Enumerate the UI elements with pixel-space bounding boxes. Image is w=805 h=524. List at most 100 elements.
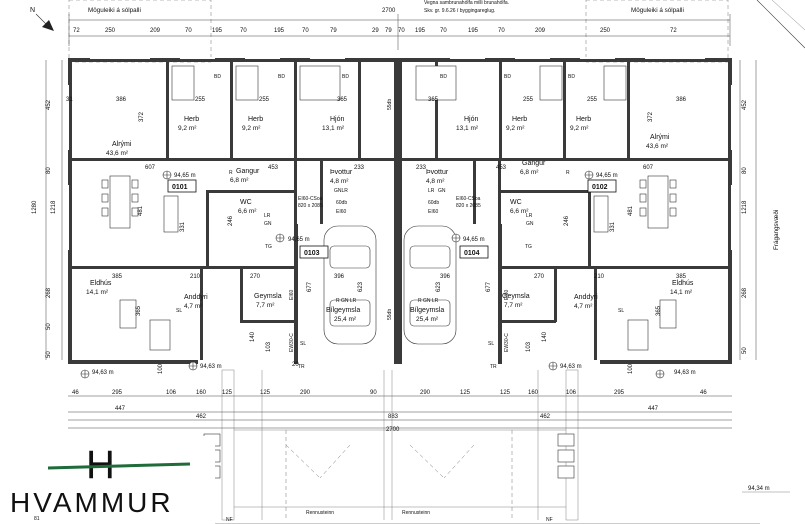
svg-text:R GN LR: R GN LR <box>418 298 439 304</box>
room-alrymi: Alrými <box>112 141 132 148</box>
svg-text:NF: NF <box>546 517 553 523</box>
svg-text:EI60: EI60 <box>504 289 510 300</box>
room-herb-2: Herb <box>248 116 263 123</box>
svg-text:365: 365 <box>136 305 142 316</box>
svg-text:820 x 2085: 820 x 2085 <box>298 203 323 209</box>
svg-text:331: 331 <box>180 221 186 232</box>
svg-text:365: 365 <box>337 97 348 103</box>
svg-text:94,63 m: 94,63 m <box>92 370 114 376</box>
svg-text:TG: TG <box>265 244 272 250</box>
svg-text:6,6 m²: 6,6 m² <box>510 208 529 215</box>
svg-text:LR: LR <box>264 213 271 219</box>
unit-id-0104: 0104 <box>464 250 480 257</box>
svg-text:677: 677 <box>486 281 492 292</box>
windows <box>67 57 733 250</box>
bottom-dim-5: 125 <box>260 390 271 396</box>
svg-text:GNLR: GNLR <box>334 188 348 194</box>
top-dim-2: 209 <box>150 28 161 34</box>
right-dim-1218: 1218 <box>742 200 748 214</box>
left-dimension-chain: 452 80 1218 1280 268 50 50 <box>32 60 63 360</box>
svg-text:94,65 m: 94,65 m <box>463 237 485 243</box>
room-anddyri: Anddyri <box>574 294 598 301</box>
svg-text:6,8 m²: 6,8 m² <box>520 169 539 176</box>
svg-text:385: 385 <box>112 274 123 280</box>
svg-text:255: 255 <box>195 97 206 103</box>
svg-text:372: 372 <box>648 111 654 122</box>
bottom-dim-9: 125 <box>460 390 471 396</box>
svg-text:623: 623 <box>358 281 364 292</box>
svg-text:453: 453 <box>496 165 507 171</box>
svg-text:25,4 m²: 25,4 m² <box>334 316 357 323</box>
svg-text:6,8 m²: 6,8 m² <box>230 177 249 184</box>
svg-text:462: 462 <box>196 414 207 420</box>
svg-text:255: 255 <box>587 97 598 103</box>
entrance-dimensions: 140 103 103 140 100 100 20 <box>158 331 634 374</box>
svg-text:396: 396 <box>440 274 451 280</box>
top-dim-10: 79 <box>385 28 392 34</box>
wardrobe-labels: BD BD BD BD BD BD <box>214 74 575 80</box>
street-label: Frágangsvæði <box>772 210 780 250</box>
svg-text:386: 386 <box>676 97 687 103</box>
top-dim-9: 29 <box>372 28 379 34</box>
svg-text:607: 607 <box>145 165 156 171</box>
svg-text:9,2 m²: 9,2 m² <box>506 125 525 132</box>
room-herb-2: Herb <box>576 116 591 123</box>
svg-text:BD: BD <box>568 74 575 80</box>
left-dim-452: 452 <box>46 99 52 110</box>
top-dim-8: 79 <box>330 28 337 34</box>
logo-name: HVAMMUR <box>10 487 174 518</box>
svg-text:4,7 m²: 4,7 m² <box>184 303 203 310</box>
top-dim-6: 195 <box>274 28 285 34</box>
room-eldhus: Eldhús <box>672 280 694 287</box>
bottom-dim-4: 125 <box>222 390 233 396</box>
svg-text:210: 210 <box>190 274 201 280</box>
building-walls <box>68 58 732 364</box>
right-dim-268: 268 <box>742 287 748 298</box>
svg-text:9,2 m²: 9,2 m² <box>178 125 197 132</box>
svg-text:20: 20 <box>292 362 299 368</box>
svg-text:LR: LR <box>526 213 533 219</box>
svg-text:4,8 m²: 4,8 m² <box>330 178 349 185</box>
room-bilgeymsla-left: Bílgeymsla <box>326 307 360 314</box>
svg-text:246: 246 <box>564 215 570 226</box>
room-wc: WC <box>510 199 522 206</box>
svg-text:210: 210 <box>594 274 605 280</box>
top-total-dim: 2700 <box>382 8 396 14</box>
svg-text:GN: GN <box>264 221 272 227</box>
room-alrymi: Alrými <box>650 134 670 141</box>
svg-text:13,1 m²: 13,1 m² <box>322 125 345 132</box>
left-dim-1280: 1280 <box>32 200 38 214</box>
bottom-dim-6: 290 <box>300 390 311 396</box>
room-wc: WC <box>240 199 252 206</box>
north-label: N <box>30 7 35 14</box>
svg-text:140: 140 <box>250 331 256 342</box>
svg-text:9,2 m²: 9,2 m² <box>570 125 589 132</box>
svg-text:LR: LR <box>428 188 435 194</box>
svg-text:7,7 m²: 7,7 m² <box>256 302 275 309</box>
svg-text:372: 372 <box>139 111 145 122</box>
unit-0101-rooms: Herb 9,2 m² Herb 9,2 m² Hjón 13,1 m² Alr… <box>86 116 353 310</box>
svg-text:447: 447 <box>115 406 126 412</box>
svg-text:BD: BD <box>278 74 285 80</box>
svg-text:94,65 m: 94,65 m <box>174 173 196 179</box>
svg-text:EW30-C: EW30-C <box>289 333 295 352</box>
unit-id-0102: 0102 <box>592 184 608 191</box>
svg-text:25,4 m²: 25,4 m² <box>416 316 439 323</box>
svg-text:365: 365 <box>656 305 662 316</box>
svg-text:BD: BD <box>440 74 447 80</box>
svg-text:255: 255 <box>523 97 534 103</box>
right-dim-50: 50 <box>742 347 748 354</box>
living-furniture-right <box>593 175 677 351</box>
room-geymsla: Geymsla <box>254 293 282 300</box>
room-thvottur: Þvottur <box>330 169 353 176</box>
top-dim-11: 70 <box>398 28 405 34</box>
room-thvottur: Þvottur <box>426 169 449 176</box>
svg-text:103: 103 <box>266 341 272 352</box>
svg-text:4,7 m²: 4,7 m² <box>574 303 593 310</box>
svg-text:TR: TR <box>490 364 497 370</box>
svg-text:EI60-CSoa: EI60-CSoa <box>456 196 481 202</box>
svg-text:55db: 55db <box>387 309 393 320</box>
bottom-dim-7: 90 <box>370 390 377 396</box>
top-dim-13: 70 <box>440 28 447 34</box>
fire-note-line-2: Skv. gr. 9.6.26 í byggingareglug. <box>424 8 495 14</box>
